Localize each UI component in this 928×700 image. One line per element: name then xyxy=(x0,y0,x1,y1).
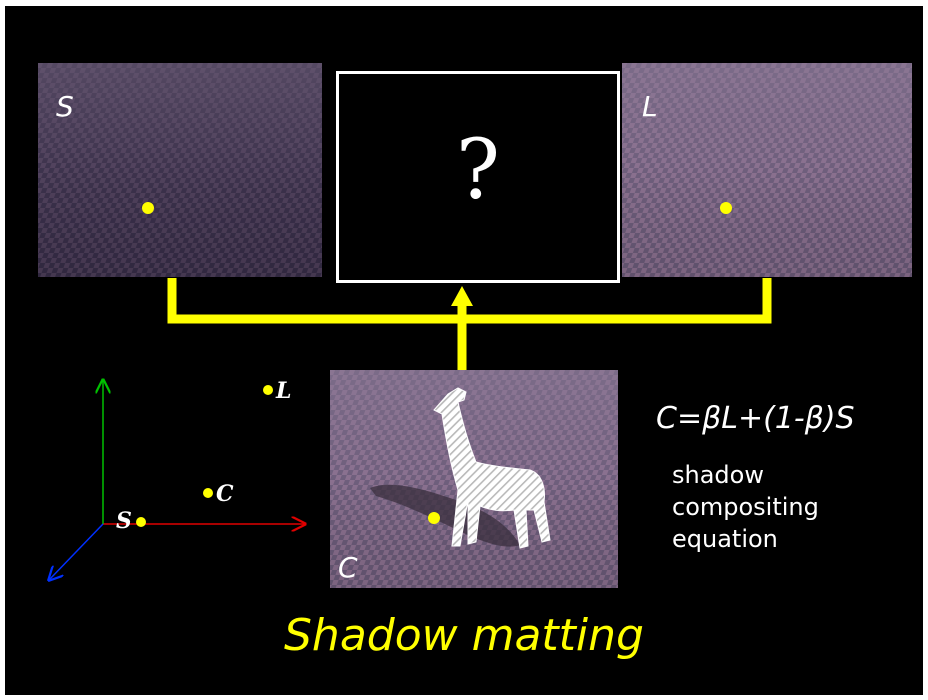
giraffe-shadow xyxy=(370,484,520,547)
composite-point-label: C xyxy=(216,481,234,507)
composite-image-panel: C xyxy=(330,370,618,588)
z-axis xyxy=(49,523,104,580)
equation-description-line: shadow xyxy=(672,461,764,489)
question-mark: ? xyxy=(456,123,500,218)
lit-image-panel: L xyxy=(622,63,912,277)
bracket-connector xyxy=(167,278,772,324)
giraffe-silhouette xyxy=(433,387,551,549)
unknown-matte-box: ? xyxy=(336,71,620,283)
slide-title: Shadow matting xyxy=(284,610,644,661)
slide: S ? L C xyxy=(5,6,923,695)
lit-image-label: L xyxy=(642,90,658,123)
shadow-ground-image xyxy=(38,63,322,277)
lit-sample-point xyxy=(720,202,732,214)
equation-description: shadow compositing equation xyxy=(672,459,832,555)
compositing-equation: C=βL+(1-β)S xyxy=(656,401,855,436)
shadow-image-label: S xyxy=(56,90,74,123)
color-space-axes xyxy=(35,374,325,589)
composite-image-label: C xyxy=(338,551,358,584)
up-arrow-head xyxy=(451,286,473,306)
equation-description-line: compositing xyxy=(672,493,819,521)
lit-point-label: L xyxy=(276,378,292,404)
shadow-color-point xyxy=(136,517,146,527)
shadow-image-panel: S xyxy=(38,63,322,277)
color-space-plot: L C S xyxy=(35,374,325,589)
composite-sample-point xyxy=(428,512,440,524)
shadow-point-label: S xyxy=(116,508,132,534)
equation-description-line: equation xyxy=(672,525,778,553)
shadow-sample-point xyxy=(142,202,154,214)
composite-ground-image xyxy=(330,370,618,588)
lit-ground-image xyxy=(622,63,912,277)
composite-color-point xyxy=(203,488,213,498)
lit-color-point xyxy=(263,385,273,395)
